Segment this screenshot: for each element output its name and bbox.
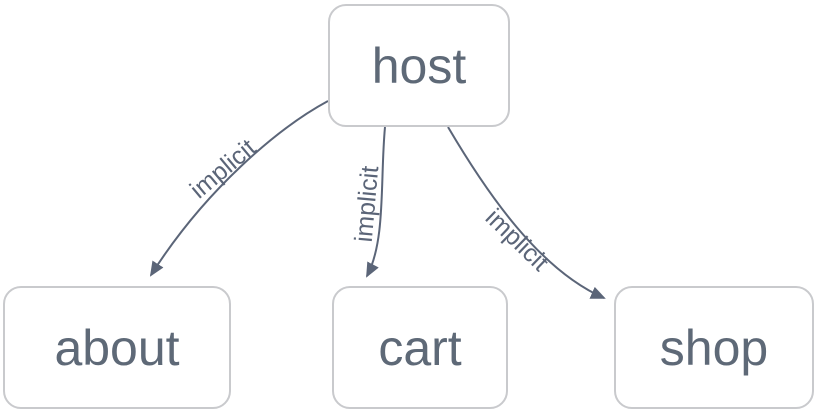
node-shop[interactable]: shop — [614, 286, 814, 409]
node-about-label: about — [54, 319, 180, 376]
edge-host-about — [149, 100, 329, 277]
node-host-label: host — [371, 37, 467, 94]
node-host[interactable]: host — [328, 4, 510, 127]
node-cart-label: cart — [378, 319, 462, 376]
node-shop-label: shop — [659, 319, 769, 376]
edge-host-cart — [366, 126, 386, 278]
node-cart[interactable]: cart — [332, 286, 508, 409]
node-about[interactable]: about — [3, 286, 231, 409]
edge-label-host-about: implicit — [185, 134, 262, 205]
edge-host-shop — [447, 126, 606, 299]
edge-label-host-shop: implicit — [480, 203, 554, 276]
edge-label-host-cart: implicit — [350, 165, 385, 244]
